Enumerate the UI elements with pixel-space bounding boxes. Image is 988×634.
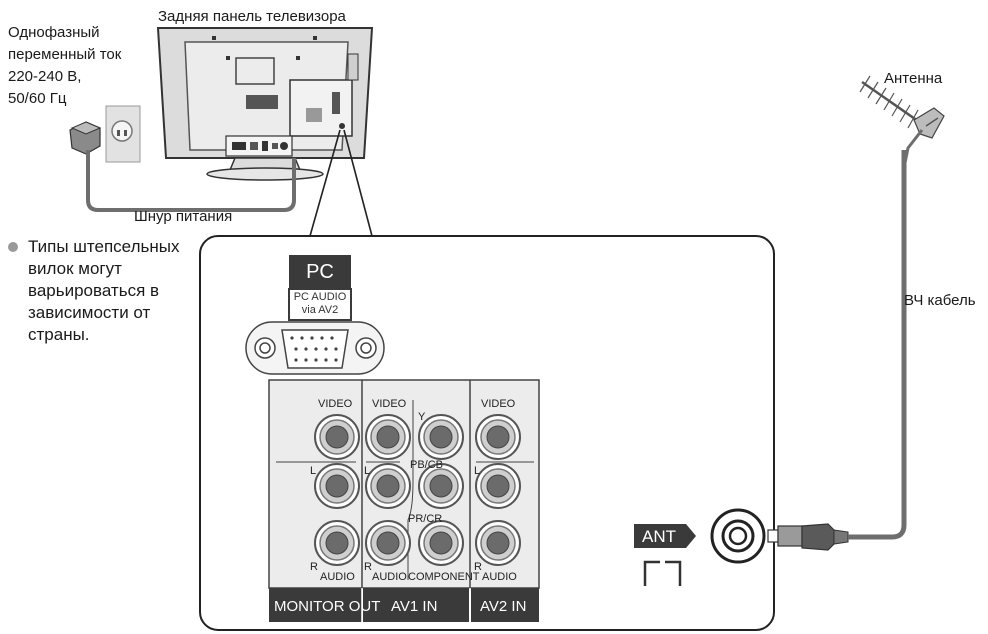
label-av2-l: L <box>474 465 480 477</box>
jack-av1-audio-l <box>365 463 411 509</box>
label-av1-video: VIDEO <box>372 398 407 410</box>
antenna-icon <box>859 75 945 169</box>
label-av1-in: AV1 IN <box>391 598 437 615</box>
jack-av2-audio-l <box>475 463 521 509</box>
label-av2-audio: AUDIO <box>482 571 517 583</box>
plug-type-note: Типы штепсельных вилок могут варьировать… <box>6 236 179 346</box>
plug-note-line-5: страны. <box>28 325 90 344</box>
label-av1-pb: PB/CB <box>410 459 443 471</box>
ant-label-tag <box>634 524 696 548</box>
label-av1-l: L <box>364 465 370 477</box>
power-spec-line-4: 50/60 Гц <box>8 90 67 107</box>
label-monitor-l: L <box>310 465 316 477</box>
jack-av2-audio-r <box>475 520 521 566</box>
av2-in-band <box>471 588 539 622</box>
label-av2-video: VIDEO <box>481 398 516 410</box>
label-monitor-audio: AUDIO <box>320 571 355 583</box>
pc-audio-line-1: PC AUDIO <box>293 291 347 303</box>
pc-audio-note: PC AUDIO via AV2 <box>289 291 351 317</box>
rf-cable-label: ВЧ кабель <box>904 292 976 309</box>
jack-av1-video <box>365 414 411 460</box>
monitor-out-band <box>269 588 362 622</box>
wall-outlet <box>105 105 141 163</box>
jack-av1-pr <box>418 520 464 566</box>
label-av1-r: R <box>364 561 372 573</box>
plug-note-line-2: вилок могут <box>28 259 122 278</box>
bullet-icon <box>8 242 18 252</box>
pc-label-box <box>289 255 351 289</box>
av1-in-band <box>363 588 469 622</box>
power-spec-line-2: переменный ток <box>8 46 122 63</box>
jack-av1-y <box>418 414 464 460</box>
pc-vga-connector <box>245 321 385 375</box>
label-av2-in: AV2 IN <box>480 598 526 615</box>
plug-note-line-4: зависимости от <box>28 303 151 322</box>
tv-back-label: Задняя панель телевизора <box>158 8 346 25</box>
label-av1-audio: AUDIO <box>372 571 407 583</box>
jack-monitor-video <box>314 414 360 460</box>
ant-symbol-icon <box>643 560 682 586</box>
label-monitor-r: R <box>310 561 318 573</box>
plug-note-line-1: Типы штепсельных <box>28 237 180 256</box>
pc-audio-line-2: via AV2 <box>301 304 339 316</box>
jack-monitor-audio-r <box>314 520 360 566</box>
rf-cable-plug <box>767 523 849 551</box>
power-plug <box>69 121 102 155</box>
pc-label: PC <box>306 261 334 283</box>
label-monitor-video: VIDEO <box>318 398 353 410</box>
ant-rf-socket <box>710 508 766 564</box>
antenna-label: Антенна <box>884 70 943 87</box>
label-av1-y: Y <box>418 411 426 423</box>
rf-cable <box>848 150 907 540</box>
jack-av2-video <box>475 414 521 460</box>
power-cord-label: Шнур питания <box>134 208 233 225</box>
power-spec-text: Однофазный переменный ток 220-240 В, 50/… <box>8 22 121 110</box>
label-av2-r: R <box>474 561 482 573</box>
plug-note-line-3: варьироваться в <box>28 281 160 300</box>
power-spec-line-3: 220-240 В, <box>8 68 82 85</box>
power-spec-line-1: Однофазный <box>8 24 100 41</box>
label-monitor-out: MONITOR OUT <box>274 598 380 615</box>
jack-monitor-audio-l <box>314 463 360 509</box>
tv-back-illustration <box>156 27 374 181</box>
label-av1-component: COMPONENT <box>408 571 480 583</box>
power-cord <box>86 150 296 212</box>
jack-av1-audio-r <box>365 520 411 566</box>
label-av1-pr: PR/CR <box>408 513 442 525</box>
ant-label: ANT <box>642 527 676 546</box>
